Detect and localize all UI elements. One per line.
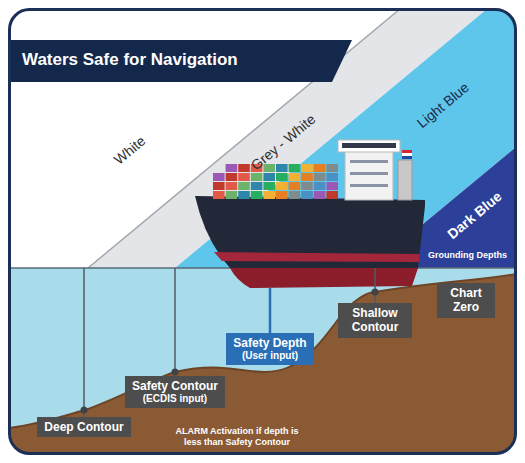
container (213, 173, 225, 181)
container (276, 191, 288, 199)
contour-dot (172, 369, 179, 376)
container (251, 182, 263, 190)
containers (213, 164, 338, 199)
flag (402, 150, 412, 153)
ship (195, 140, 425, 288)
container (238, 191, 250, 199)
windows (350, 160, 388, 163)
title-text: Waters Safe for Navigation (22, 50, 238, 70)
container (263, 173, 275, 181)
container (213, 182, 225, 190)
contour-dot (372, 289, 379, 296)
bridge (338, 140, 400, 152)
box-title: Safety Depth (233, 336, 306, 350)
container (314, 164, 326, 172)
container (289, 164, 301, 172)
box-note: (User input) (233, 350, 306, 362)
container (263, 191, 275, 199)
container (289, 173, 301, 181)
scene (9, 9, 516, 454)
leader-line (374, 268, 376, 303)
label-box: Safety Contour(ECDIS input) (125, 376, 225, 408)
seabed (9, 274, 516, 454)
label-box: Safety Depth(User input) (226, 333, 313, 365)
funnel (398, 160, 412, 200)
box-title: Deep Contour (44, 420, 123, 434)
container (226, 164, 238, 172)
windows (350, 184, 388, 187)
ship-stripe (214, 252, 420, 262)
box-title: Shallow Contour (345, 306, 405, 335)
container (226, 173, 238, 181)
container (226, 191, 238, 199)
container (238, 164, 250, 172)
water (9, 268, 516, 454)
box-title: Chart Zero (444, 286, 488, 315)
container (238, 173, 250, 181)
container (301, 182, 313, 190)
title-banner (9, 40, 352, 82)
container (314, 182, 326, 190)
container (314, 173, 326, 181)
zone-note: Grounding Depths (428, 251, 507, 261)
ship-hull (195, 196, 425, 268)
label-box: Shallow Contour (338, 303, 412, 338)
ship-bottom (230, 268, 418, 288)
leader-line (83, 268, 85, 417)
container (238, 182, 250, 190)
leader-lines (81, 268, 379, 417)
container (213, 191, 225, 199)
container (301, 173, 313, 181)
alarm-note: ALARM Activation if depth is less than S… (173, 426, 301, 448)
container (263, 182, 275, 190)
container (326, 182, 338, 190)
leader-line (174, 268, 176, 376)
flag (402, 156, 412, 159)
container (226, 182, 238, 190)
container (276, 164, 288, 172)
leader-line (269, 288, 272, 333)
container (301, 164, 313, 172)
container (251, 191, 263, 199)
container (289, 182, 301, 190)
bridge-windows (342, 143, 396, 148)
box-note: (ECDIS input) (132, 393, 218, 405)
superstructure (345, 150, 393, 200)
white-zone (9, 9, 516, 269)
container (314, 191, 326, 199)
container (251, 173, 263, 181)
label-box: Deep Contour (37, 417, 130, 437)
container (276, 173, 288, 181)
container (301, 191, 313, 199)
container (326, 191, 338, 199)
windows (350, 172, 388, 175)
container (289, 191, 301, 199)
flag (402, 153, 412, 156)
zone-label: Dark Blue (444, 188, 505, 243)
container (276, 182, 288, 190)
frame (10, 10, 516, 454)
container (326, 173, 338, 181)
box-title: Safety Contour (132, 379, 218, 393)
label-box: Chart Zero (437, 283, 495, 318)
zone-band: Dark BlueGrounding Depths (418, 185, 515, 267)
container (326, 164, 338, 172)
contour-dot (81, 407, 88, 414)
